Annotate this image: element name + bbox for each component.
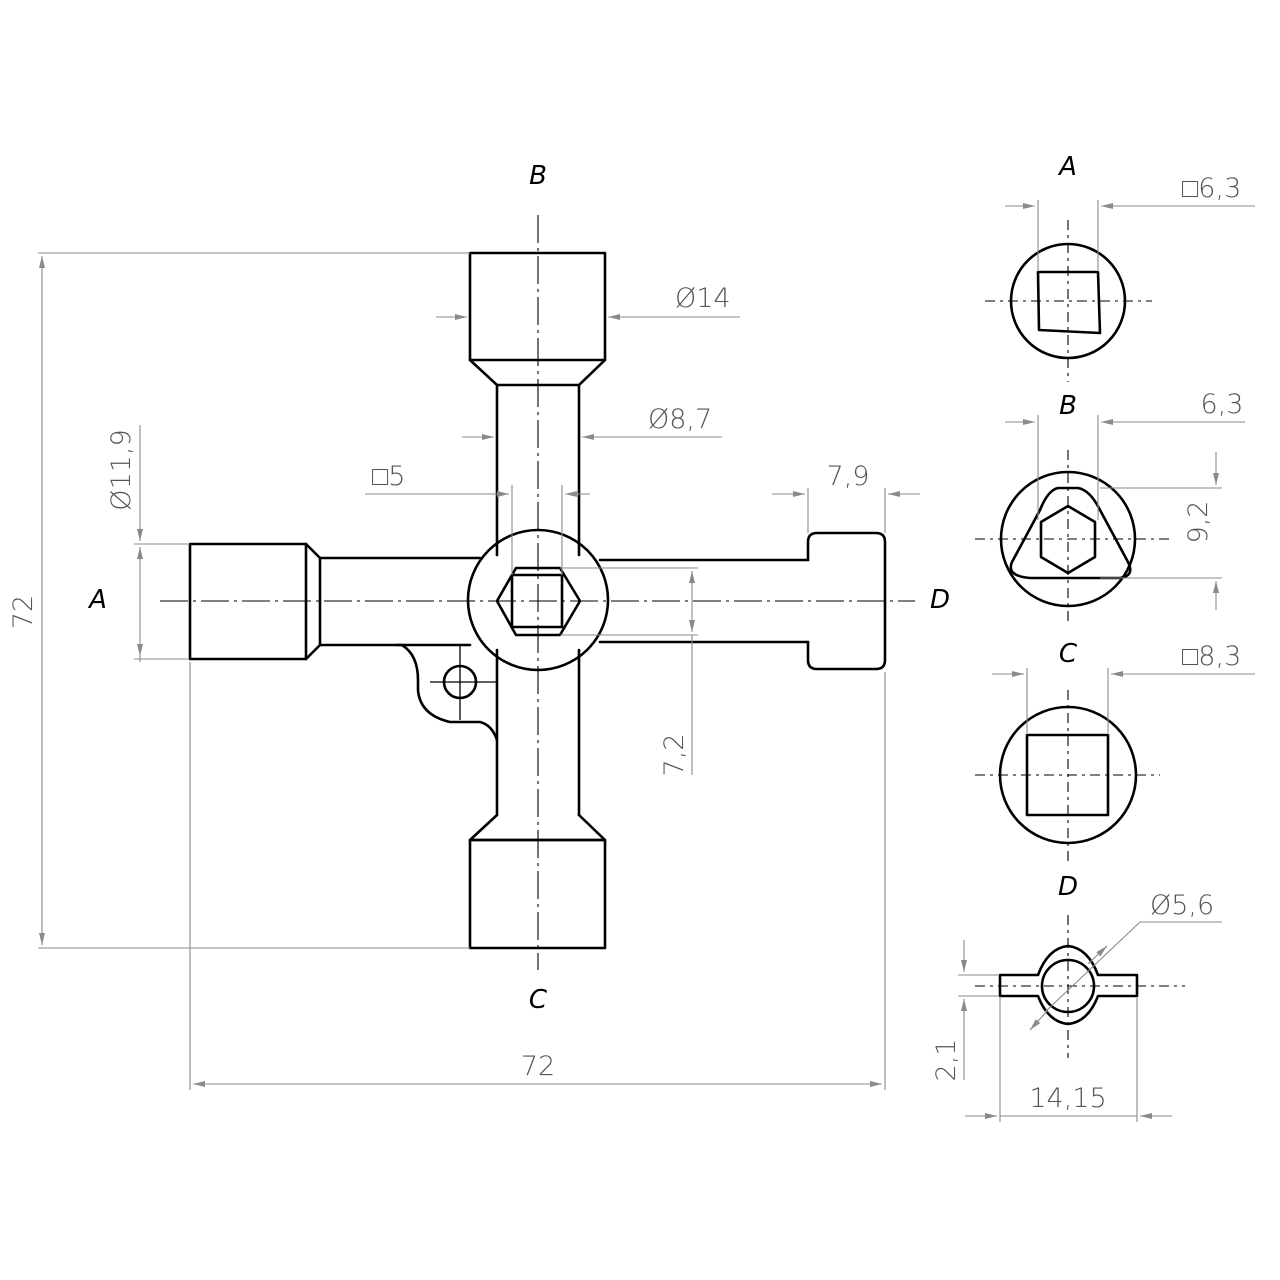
label-c: C	[529, 985, 548, 1015]
side-c-dim: □8,3	[1182, 641, 1241, 672]
side-b-dim-width: 6,3	[1201, 389, 1244, 420]
dim-width-total: 72	[521, 1051, 555, 1082]
side-a-label: A	[1057, 152, 1077, 182]
label-b: B	[529, 161, 547, 191]
dim-7-9: 7,9	[827, 461, 870, 492]
side-d-dim-width: 14,15	[1029, 1083, 1106, 1114]
main-dimensions: 72 72 Ø14 Ø8,7 □5 7,9 Ø11,9	[8, 252, 920, 1090]
arm-d	[598, 531, 887, 671]
label-d: D	[930, 585, 950, 615]
side-view-c: C □8,3	[975, 639, 1255, 862]
label-a: A	[87, 585, 107, 615]
side-d-label: D	[1058, 872, 1078, 902]
side-d-dim-diameter: Ø5,6	[1150, 890, 1214, 921]
arm-c	[468, 648, 607, 950]
main-view: B C A D	[87, 161, 950, 1015]
arm-b	[468, 251, 607, 557]
arm-a	[188, 542, 482, 661]
key-hook	[395, 643, 499, 742]
side-d-dim-height: 2,1	[931, 1039, 962, 1082]
side-b-dim-height: 9,2	[1183, 501, 1214, 544]
dim-square-5: □5	[372, 461, 406, 492]
side-b-label: B	[1059, 391, 1077, 421]
dim-7-2: 7,2	[659, 734, 690, 777]
side-view-a: A □6,3	[985, 152, 1255, 382]
side-a-dim: □6,3	[1182, 173, 1241, 204]
side-c-label: C	[1059, 639, 1078, 669]
side-view-b: B 6,3 9,2	[975, 389, 1245, 625]
side-view-d: D Ø5,6 2,1 14,15	[931, 872, 1222, 1122]
dim-diam-11-9: Ø11,9	[106, 429, 137, 510]
dim-height-total: 72	[8, 595, 39, 629]
dim-diam-14: Ø14	[675, 283, 731, 314]
dim-diam-8-7: Ø8,7	[648, 404, 712, 435]
